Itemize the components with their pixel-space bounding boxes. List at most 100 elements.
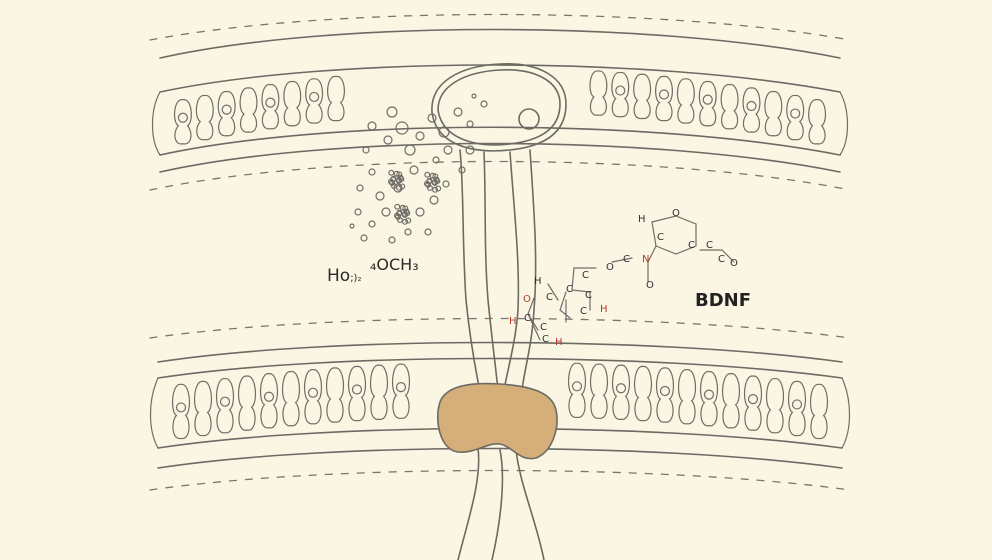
- membrane-cell: [325, 367, 345, 423]
- vesicle: [453, 107, 463, 117]
- vesicle-cluster-dot: [396, 209, 403, 216]
- membrane-cell: [764, 91, 783, 137]
- chem-formula-label: Ho;)₂: [327, 266, 361, 286]
- molecule-atom: C: [540, 322, 547, 333]
- vesicle: [471, 93, 477, 99]
- cell-dot: [571, 381, 583, 392]
- vesicle-cluster-dot: [435, 185, 442, 192]
- cell-dot: [221, 104, 232, 115]
- vesicle-cluster-dot: [405, 217, 412, 224]
- cell-dot: [263, 391, 275, 402]
- molecule-atom: H: [638, 214, 646, 225]
- vesicle: [465, 145, 475, 155]
- molecule-atom: C: [580, 306, 587, 317]
- cell-dot: [309, 91, 320, 103]
- membrane-cell: [281, 371, 301, 427]
- upper-membrane: [149, 13, 851, 191]
- vesicle: [404, 144, 416, 156]
- membrane-cell: [676, 78, 695, 124]
- membrane-cell: [217, 91, 236, 137]
- vesicle: [438, 126, 450, 138]
- cell-dot: [746, 100, 757, 112]
- molecule-atom: C: [546, 292, 553, 303]
- molecule-atom: C: [718, 254, 725, 265]
- membrane-cell: [787, 380, 807, 437]
- vesicle: [395, 121, 409, 135]
- membrane-cell: [786, 94, 805, 141]
- vesicle: [404, 228, 412, 236]
- molecule-atom: C: [566, 284, 573, 295]
- molecule-atom: H: [534, 276, 542, 287]
- vesicle: [466, 120, 474, 128]
- membrane-cell: [391, 363, 411, 419]
- molecule-atom: H: [509, 316, 517, 327]
- vesicle: [409, 165, 419, 175]
- membrane-cell: [259, 373, 279, 429]
- chem-formula-tail: ₄OCH₃: [370, 255, 419, 274]
- vesicle: [367, 121, 377, 131]
- vesicle: [427, 113, 437, 123]
- vesicle-cluster-dot: [402, 205, 409, 212]
- membrane-cell: [327, 75, 345, 122]
- membrane-cell: [215, 378, 235, 434]
- membrane-cell: [743, 375, 763, 431]
- membrane-cell: [171, 383, 191, 440]
- cell-dot: [658, 89, 670, 100]
- vesicle-cluster-dot: [398, 176, 405, 183]
- vesicle: [354, 208, 362, 216]
- membrane-cell: [765, 378, 785, 434]
- cell-dot: [219, 396, 231, 407]
- bdnf-label: BDNF: [695, 290, 752, 311]
- vesicle-cluster-dot: [426, 177, 433, 184]
- molecule-atom: C: [688, 240, 695, 251]
- membrane-cell: [655, 367, 675, 423]
- vesicle-cluster-dot: [426, 185, 433, 192]
- vesicle: [415, 207, 425, 217]
- vesicle-cluster-dot: [399, 204, 406, 211]
- molecule-atom: C: [623, 254, 630, 265]
- membrane-cell: [611, 71, 630, 118]
- vesicle: [424, 228, 432, 236]
- vesicle: [442, 180, 450, 188]
- membrane-cell: [347, 365, 367, 422]
- membrane-cell: [698, 81, 717, 127]
- vesicle: [429, 195, 439, 205]
- membrane-cell: [721, 373, 741, 429]
- vesicle-cluster-dot: [432, 173, 439, 180]
- vesicle: [383, 135, 393, 145]
- cell-dot: [791, 399, 803, 410]
- membrane-cell: [720, 84, 739, 130]
- vesicle: [362, 146, 370, 154]
- membrane-cell: [193, 380, 213, 437]
- molecule-atom: O: [646, 280, 654, 291]
- molecule-atom: H: [555, 337, 563, 348]
- membrane-cell: [611, 364, 631, 420]
- molecule-atom: C: [524, 313, 531, 324]
- cell-dot: [177, 112, 189, 123]
- vesicle: [443, 145, 453, 155]
- cell-dot: [395, 382, 407, 393]
- molecule-atom: H: [600, 304, 608, 315]
- molecule-atom: C: [582, 270, 589, 281]
- membrane-cell: [809, 383, 829, 440]
- vesicle-cluster-dot: [404, 210, 411, 217]
- vesicle-cluster-dot: [390, 175, 397, 182]
- released-vesicles: [349, 93, 488, 244]
- vesicle-cluster-dot: [394, 203, 401, 210]
- cell-dot: [747, 394, 759, 405]
- vesicle: [356, 184, 364, 192]
- cell-dot: [703, 389, 715, 400]
- vesicle-cluster-dot: [399, 183, 406, 190]
- membrane-cell: [369, 364, 389, 420]
- membrane-cell: [633, 365, 653, 422]
- cell-dot: [615, 383, 627, 394]
- vesicle: [368, 220, 376, 228]
- membrane-cell: [261, 84, 280, 130]
- nucleus-circle: [518, 108, 540, 130]
- membrane-cell: [699, 371, 719, 427]
- vesicle-cluster-dot: [434, 178, 441, 185]
- vesicle: [375, 191, 385, 201]
- molecule-atom: O: [672, 208, 680, 219]
